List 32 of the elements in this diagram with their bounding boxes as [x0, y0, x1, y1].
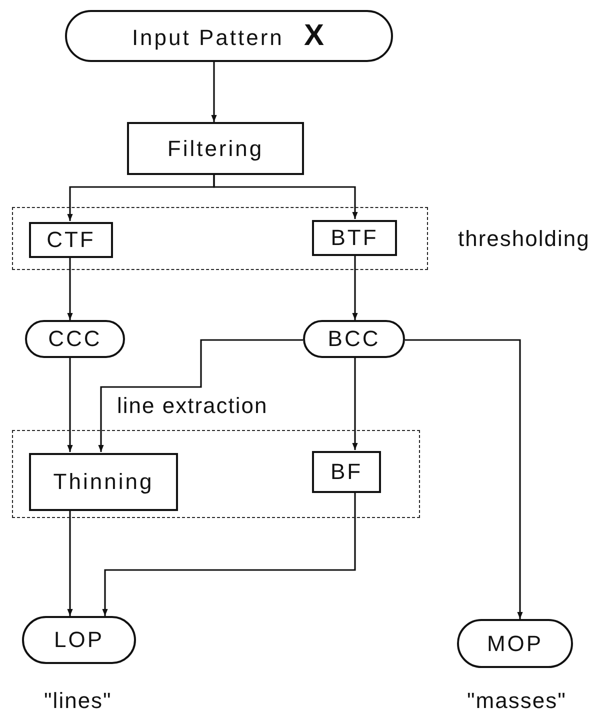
- node-label: CCC: [48, 326, 102, 352]
- arrow: [67, 510, 73, 616]
- node-label: BF: [330, 459, 363, 485]
- arrow: [98, 339, 303, 452]
- output-caption: "masses": [467, 688, 566, 714]
- terminal-node: [25, 320, 125, 358]
- arrow: [102, 492, 356, 616]
- output-caption: "lines": [44, 688, 112, 714]
- arrow: [211, 62, 217, 122]
- arrow: [67, 257, 73, 320]
- node-label: LOP: [54, 627, 104, 653]
- arrow: [352, 358, 358, 450]
- node-label: MOP: [486, 630, 544, 656]
- process-box: [29, 453, 178, 511]
- node-label: Filtering: [167, 136, 264, 162]
- process-box: [29, 222, 113, 258]
- group-heading: line extraction: [117, 393, 268, 419]
- arrow: [213, 175, 358, 219]
- process-box: [127, 122, 304, 175]
- process-box: [312, 451, 381, 493]
- arrow: [352, 255, 358, 320]
- node-label: Thinning: [53, 469, 154, 495]
- node-label: BCC: [328, 326, 380, 352]
- process-box: [312, 220, 397, 256]
- arrow: [405, 339, 523, 619]
- node-label: CTF: [46, 227, 96, 253]
- terminal-node: [65, 10, 393, 62]
- node-label: BTF: [330, 225, 378, 251]
- arrow: [67, 358, 73, 452]
- terminal-node: [303, 320, 405, 358]
- node-label: Input Pattern X: [132, 19, 326, 53]
- group-heading: thresholding: [458, 226, 590, 252]
